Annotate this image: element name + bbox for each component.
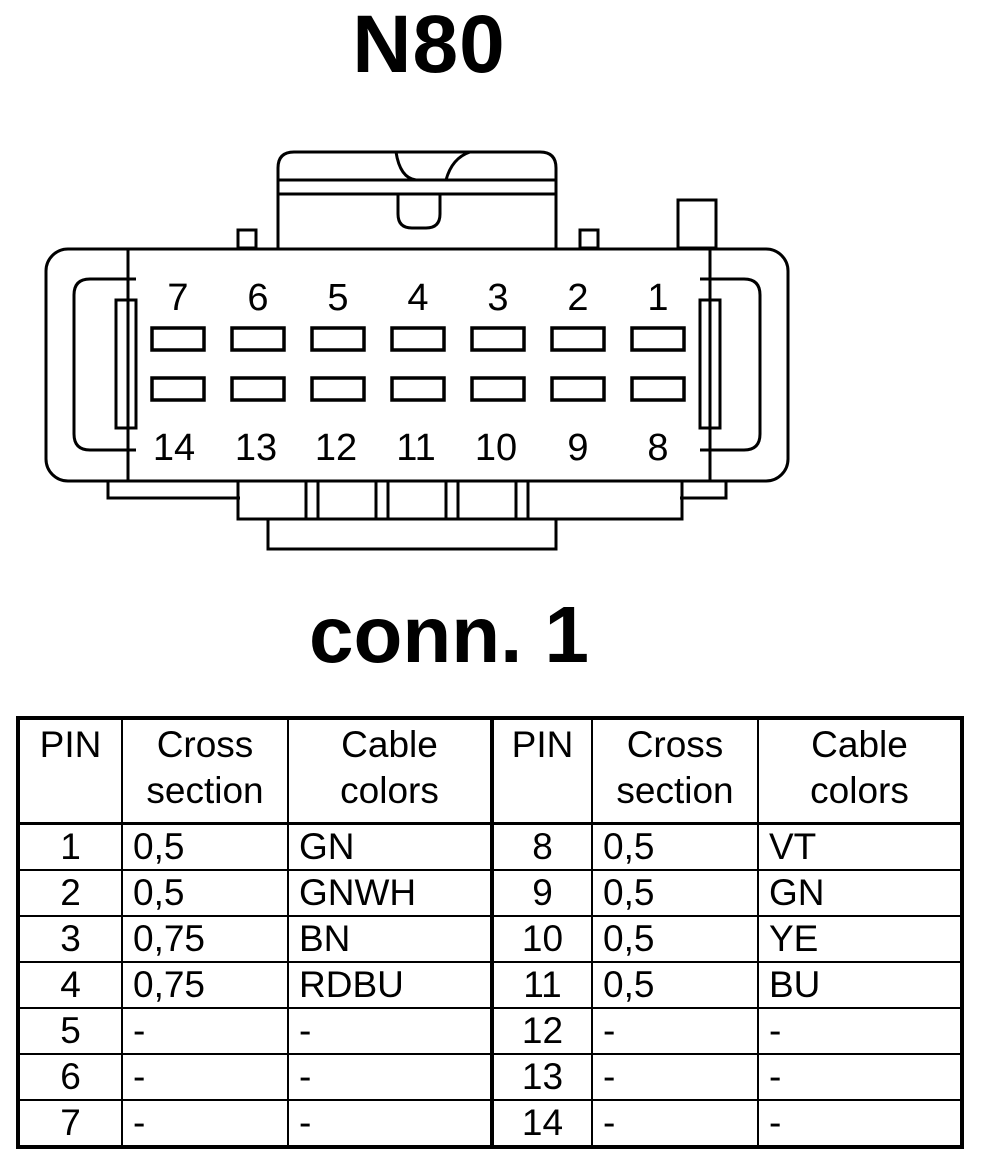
pin-number: 10 bbox=[490, 915, 593, 963]
pin-label-bottom: 13 bbox=[235, 427, 277, 469]
cross-section: 0,5 bbox=[121, 869, 289, 917]
cable-color: BN bbox=[287, 915, 493, 963]
pin-label-top: 4 bbox=[407, 277, 428, 319]
cross-section: - bbox=[121, 1007, 289, 1055]
cross-section: - bbox=[121, 1099, 289, 1148]
cross-section: 0,75 bbox=[121, 961, 289, 1009]
cable-color: - bbox=[757, 1099, 963, 1148]
cross-section: 0,5 bbox=[591, 822, 759, 871]
pin-label-top: 1 bbox=[647, 277, 668, 319]
cable-color: GN bbox=[757, 869, 963, 917]
bottom-rail bbox=[106, 481, 240, 500]
table-row: 2 0,5 GNWH 9 0,5 GN bbox=[17, 869, 963, 917]
cross-section: 0,5 bbox=[591, 869, 759, 917]
cross-section: 0,5 bbox=[591, 915, 759, 963]
cable-color: BU bbox=[757, 961, 963, 1009]
pin-label-top: 5 bbox=[327, 277, 348, 319]
pin-number: 2 bbox=[17, 869, 123, 917]
connector-title: N80 bbox=[352, 0, 506, 90]
table-row: 5 - - 12 - - bbox=[17, 1007, 963, 1055]
header-pin: PIN bbox=[17, 717, 123, 825]
pin-label-bottom: 11 bbox=[396, 427, 435, 469]
table-row: 1 0,5 GN 8 0,5 VT bbox=[17, 822, 963, 871]
cable-color: - bbox=[757, 1053, 963, 1101]
cable-color: - bbox=[287, 1099, 493, 1148]
cable-color: VT bbox=[757, 822, 963, 871]
header-pin: PIN bbox=[490, 717, 593, 825]
left-lock-clip bbox=[72, 277, 136, 452]
table-row: 3 0,75 BN 10 0,5 YE bbox=[17, 915, 963, 963]
cable-color: - bbox=[287, 1053, 493, 1101]
cable-color: - bbox=[287, 1007, 493, 1055]
cable-color: RDBU bbox=[287, 961, 493, 1009]
pin-number: 13 bbox=[490, 1053, 593, 1101]
key-post bbox=[676, 198, 718, 250]
pin-number: 11 bbox=[490, 961, 593, 1009]
cross-section: - bbox=[591, 1053, 759, 1101]
table-row: 4 0,75 RDBU 11 0,5 BU bbox=[17, 961, 963, 1009]
right-tab bbox=[578, 228, 600, 250]
cable-color: GN bbox=[287, 822, 493, 871]
table-row: 6 - - 13 - - bbox=[17, 1053, 963, 1101]
pin-number: 14 bbox=[490, 1099, 593, 1148]
pin-label-top: 7 bbox=[167, 277, 188, 319]
connector-subtitle: conn. 1 bbox=[308, 590, 590, 679]
table-row: 7 - - 14 - - bbox=[17, 1099, 963, 1148]
pin-number: 8 bbox=[490, 822, 593, 871]
pin-label-top: 3 bbox=[487, 277, 508, 319]
right-lock-clip bbox=[700, 277, 762, 452]
pin-label-bottom: 14 bbox=[153, 427, 195, 469]
pin-number: 9 bbox=[490, 869, 593, 917]
cable-color: GNWH bbox=[287, 869, 493, 917]
pin-number: 7 bbox=[17, 1099, 123, 1148]
cross-section: - bbox=[121, 1053, 289, 1101]
pin-number: 12 bbox=[490, 1007, 593, 1055]
cable-color: - bbox=[757, 1007, 963, 1055]
cable-color: YE bbox=[757, 915, 963, 963]
pin-label-bottom: 12 bbox=[315, 427, 357, 469]
top-latch bbox=[276, 150, 558, 248]
pin-slots-bottom bbox=[150, 376, 686, 402]
pin-label-top: 6 bbox=[247, 277, 268, 319]
pin-number: 1 bbox=[17, 822, 123, 871]
left-tab bbox=[236, 228, 258, 250]
pin-label-top: 2 bbox=[567, 277, 588, 319]
cross-section: 0,5 bbox=[121, 822, 289, 871]
cross-section: 0,5 bbox=[591, 961, 759, 1009]
pin-label-bottom: 8 bbox=[647, 427, 668, 469]
cross-section: - bbox=[591, 1099, 759, 1148]
pin-number: 3 bbox=[17, 915, 123, 963]
pin-number: 6 bbox=[17, 1053, 123, 1101]
pin-number: 5 bbox=[17, 1007, 123, 1055]
pin-label-bottom: 9 bbox=[567, 427, 588, 469]
pin-number: 4 bbox=[17, 961, 123, 1009]
bottom-foot bbox=[266, 517, 558, 551]
pin-label-bottom: 10 bbox=[475, 427, 517, 469]
cross-section: 0,75 bbox=[121, 915, 289, 963]
cross-section: - bbox=[591, 1007, 759, 1055]
pin-slots-top bbox=[150, 326, 686, 352]
connector-diagram: 7 6 5 4 3 2 1 14 13 12 11 10 9 8 bbox=[44, 150, 790, 551]
